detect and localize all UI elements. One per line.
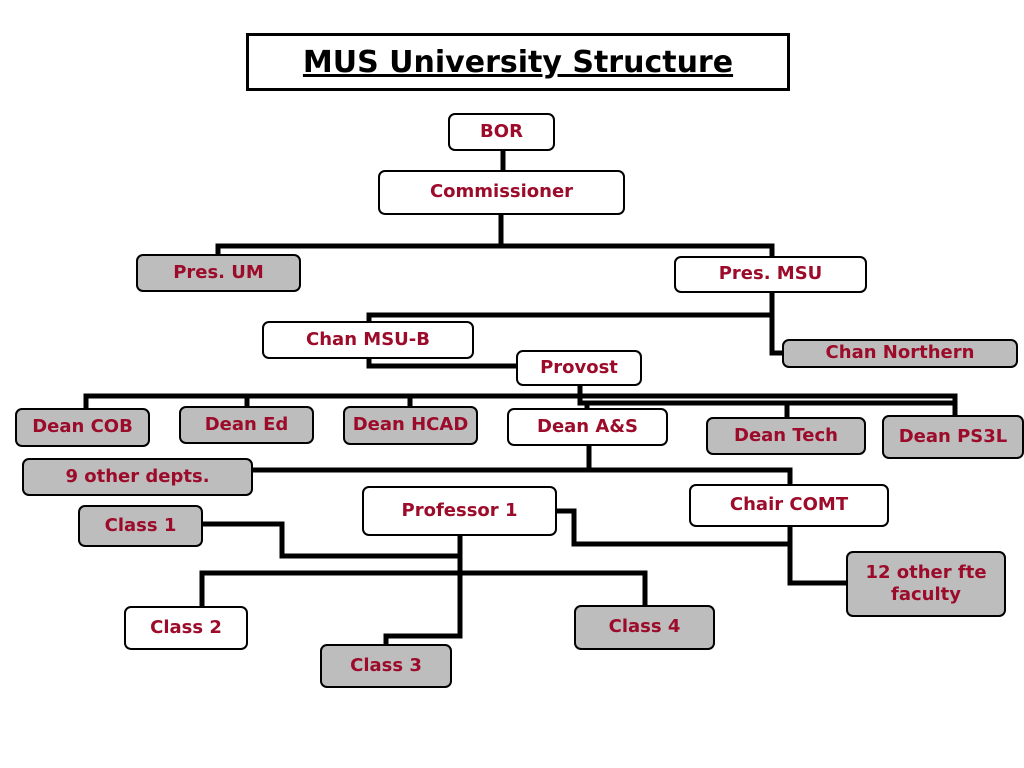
node-dean-tech: Dean Tech — [706, 417, 866, 455]
node-dean-cob: Dean COB — [15, 408, 150, 447]
node-dean-ed: Dean Ed — [179, 406, 314, 444]
node-chan-msu-b: Chan MSU-B — [262, 321, 474, 359]
page-title: MUS University Structure — [246, 33, 790, 91]
node-provost: Provost — [516, 350, 642, 386]
connector-class1 — [197, 521, 463, 559]
node-class-3: Class 3 — [320, 644, 452, 688]
node-dean-hcad: Dean HCAD — [343, 406, 478, 445]
connector-to-chan-northern — [769, 312, 787, 356]
node-dean-ps3l: Dean PS3L — [882, 415, 1024, 459]
node-professor-1: Professor 1 — [362, 486, 557, 536]
node-pres-msu: Pres. MSU — [674, 256, 867, 293]
node-bor: BOR — [448, 113, 555, 151]
node-class-4: Class 4 — [574, 605, 715, 650]
node-class-1: Class 1 — [78, 505, 203, 547]
connector-prof-down — [383, 532, 463, 649]
connector-msu-bar — [366, 289, 775, 325]
node-class-2: Class 2 — [124, 606, 248, 650]
node-dean-as: Dean A&S — [507, 408, 668, 446]
connector-chair-to-faculty — [787, 541, 853, 586]
node-pres-um: Pres. UM — [136, 254, 301, 292]
connector-chair-to-prof — [554, 508, 793, 547]
node-other-depts: 9 other depts. — [22, 458, 253, 496]
node-chair-comt: Chair COMT — [689, 484, 889, 527]
node-other-faculty: 12 other fte faculty — [846, 551, 1006, 617]
node-commissioner: Commissioner — [378, 170, 625, 215]
node-chan-northern: Chan Northern — [782, 339, 1018, 368]
connector-chan-provost — [366, 354, 521, 369]
